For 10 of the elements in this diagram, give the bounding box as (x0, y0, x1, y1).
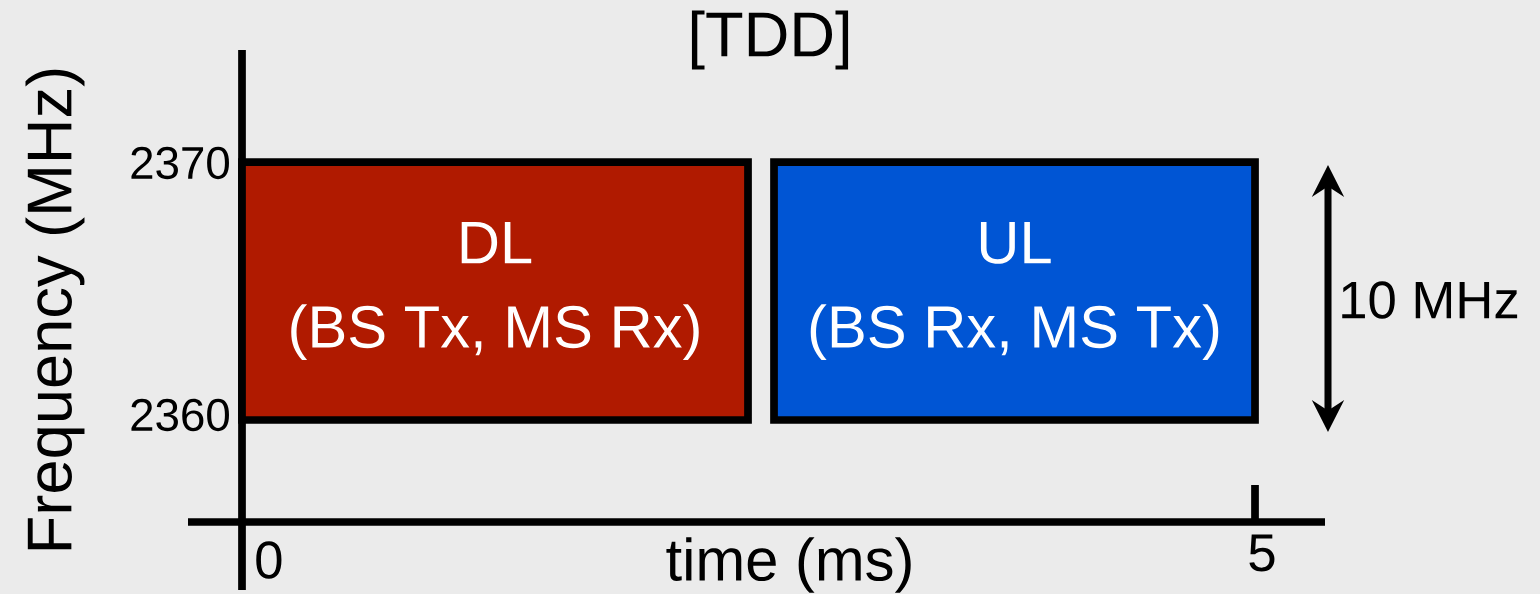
tick-label: 0 (256, 541, 282, 579)
tick-label: 5 (1249, 534, 1275, 572)
channel-block: DL (BS Tx, MS Rx) (238, 158, 752, 424)
axis-label: Frequency (MHz) (25, 69, 85, 550)
axis-label: time (ms) (666, 537, 911, 593)
tick-label: 2370 (131, 146, 229, 180)
channel-block: UL (BS Rx, MS Tx) (770, 158, 1259, 424)
tick-label: 2360 (131, 398, 229, 432)
title: [TDD] (691, 10, 849, 70)
dimension-label: 10 MHz (1342, 281, 1518, 319)
